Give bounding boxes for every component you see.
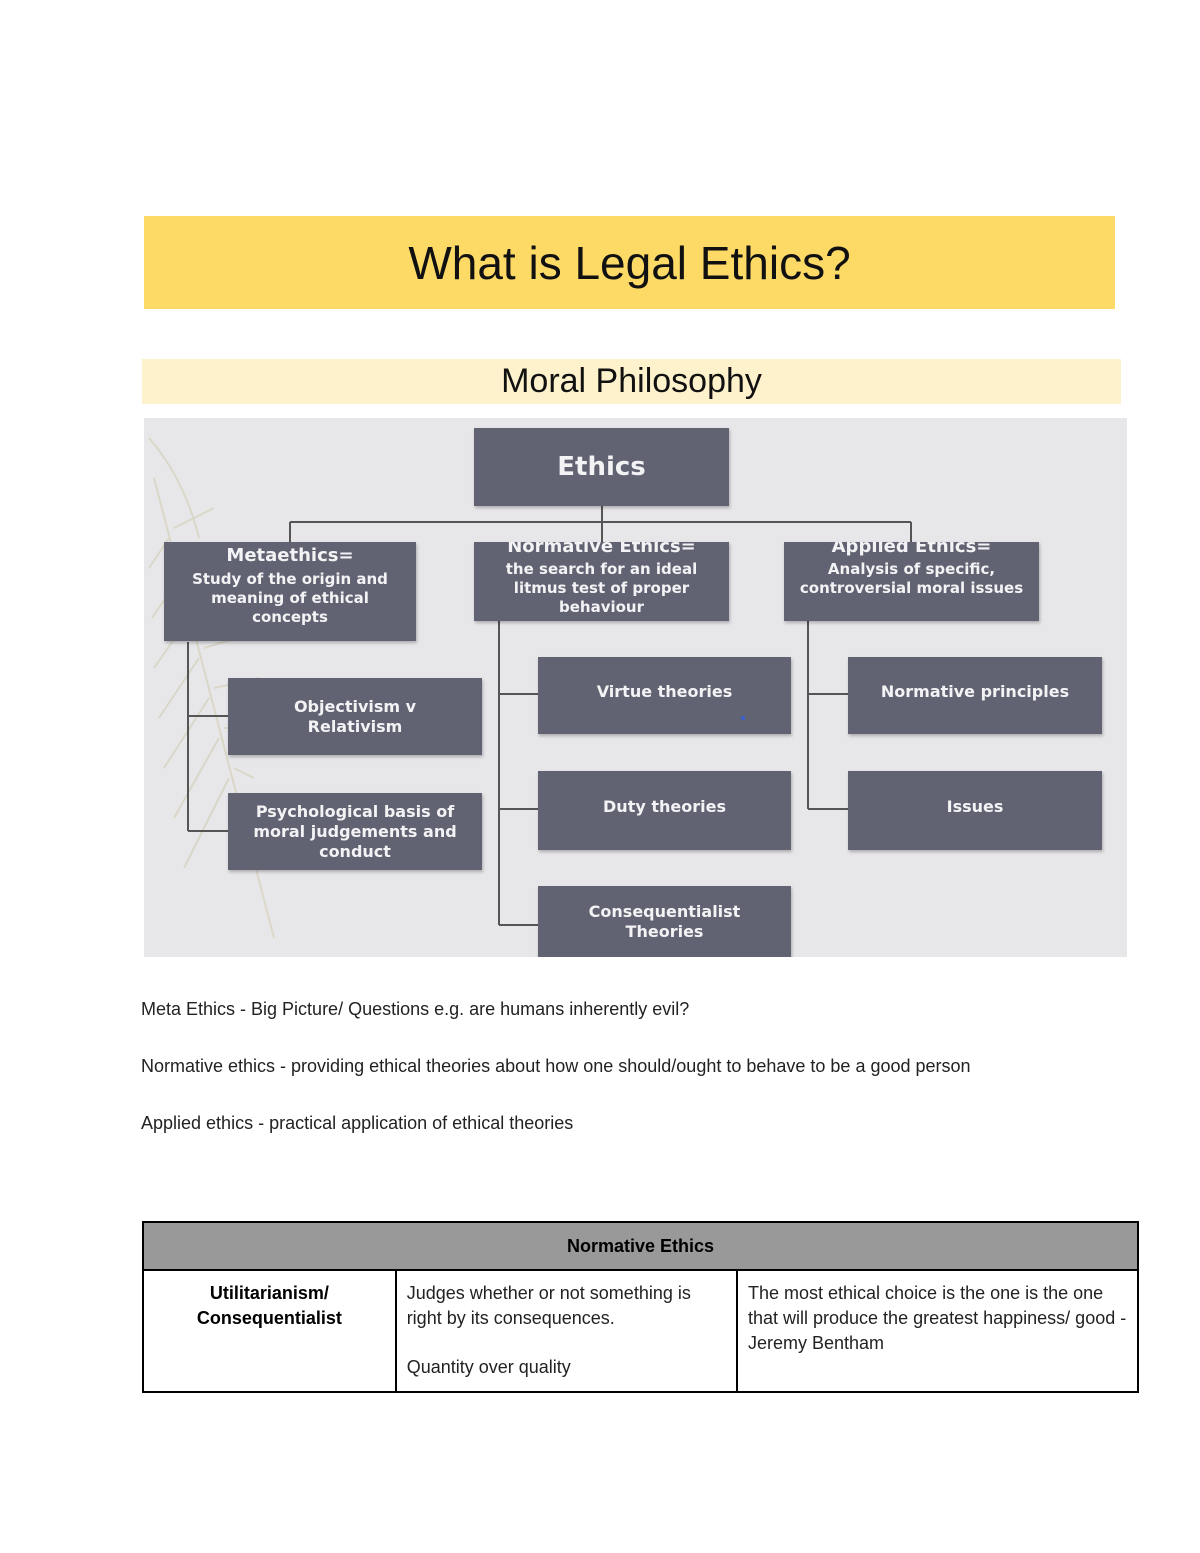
objectivism-label: Objectivism v Relativism: [293, 696, 417, 736]
theory-name-cell: Utilitarianism/ Consequentialist: [142, 1269, 397, 1393]
applied-ethics-node: Applied Ethics= Analysis of specific, co…: [784, 542, 1039, 621]
note-normative-ethics: Normative ethics - providing ethical the…: [141, 1056, 971, 1076]
table-row: Utilitarianism/ Consequentialist Judges …: [142, 1269, 1140, 1393]
table-header: Normative Ethics: [142, 1221, 1139, 1271]
page-title: What is Legal Ethics?: [408, 236, 851, 289]
table-header-row: Normative Ethics: [142, 1221, 1139, 1271]
theory-description: Judges whether or not something is right…: [406, 1283, 691, 1328]
theory-summary: Quantity over quality: [406, 1357, 571, 1377]
metaethics-sub: Study of the origin and meaning of ethic…: [192, 570, 388, 626]
consequentialist-theories-label: Consequentialist Theories: [588, 902, 741, 941]
ethics-root-node: Ethics: [474, 428, 729, 506]
consequentialist-theories-node: Consequentialist Theories: [538, 886, 791, 957]
theory-name: Utilitarianism/ Consequentialist: [196, 1283, 342, 1328]
normative-principles-node: Normative principles: [848, 657, 1102, 734]
ethics-root-label: Ethics: [557, 452, 646, 482]
theory-description-cell: Judges whether or not something is right…: [394, 1269, 738, 1393]
metaethics-head: Metaethics=: [226, 545, 354, 566]
connector-lines: [187, 506, 912, 926]
psychological-basis-node: Psychological basis of moral judgements …: [228, 793, 482, 870]
normative-ethics-head: Normative Ethics=: [507, 542, 696, 557]
psychological-basis-label: Psychological basis of moral judgements …: [253, 801, 457, 861]
objectivism-node: Objectivism v Relativism: [228, 678, 482, 755]
normative-ethics-table: Normative Ethics Utilitarianism/ Consequ…: [142, 1221, 1140, 1393]
duty-theories-label: Duty theories: [603, 796, 726, 816]
issues-label: Issues: [946, 796, 1004, 816]
theory-detail-cell: The most ethical choice is the one is th…: [735, 1269, 1140, 1393]
metaethics-node: Metaethics= Study of the origin and mean…: [164, 542, 416, 641]
section-title: Moral Philosophy: [501, 362, 762, 400]
normative-principles-label: Normative principles: [880, 681, 1070, 701]
duty-theories-node: Duty theories: [538, 771, 791, 850]
normative-ethics-sub: the search for an ideal litmus test of p…: [505, 560, 698, 616]
title-banner: What is Legal Ethics?: [144, 216, 1115, 309]
note-meta-ethics: Meta Ethics - Big Picture/ Questions e.g…: [141, 999, 690, 1019]
dot-mark: [741, 716, 745, 720]
virtue-theories-node: Virtue theories: [538, 657, 791, 734]
applied-ethics-head: Applied Ethics=: [831, 542, 992, 557]
applied-ethics-sub: Analysis of specific, controversial mora…: [799, 560, 1024, 597]
ethics-diagram: Ethics Metaethics= Study of the origin a…: [144, 418, 1127, 957]
notes-section: Meta Ethics - Big Picture/ Questions e.g…: [141, 995, 1041, 1166]
section-banner: Moral Philosophy: [142, 359, 1121, 404]
theory-detail: The most ethical choice is the one is th…: [747, 1283, 1127, 1353]
issues-node: Issues: [848, 771, 1102, 850]
normative-ethics-node: Normative Ethics= the search for an idea…: [474, 542, 729, 621]
virtue-theories-label: Virtue theories: [596, 681, 733, 701]
note-applied-ethics: Applied ethics - practical application o…: [141, 1113, 574, 1133]
